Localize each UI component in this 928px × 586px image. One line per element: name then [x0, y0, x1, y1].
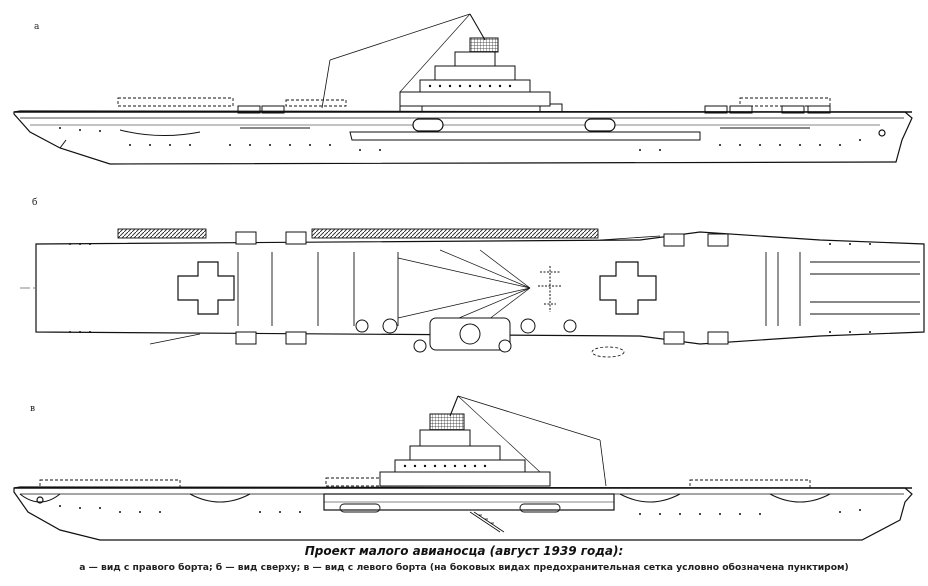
- island-b: [355, 317, 577, 353]
- view-a-side-starboard: [13, 13, 913, 165]
- view-c-side-port: [13, 395, 913, 541]
- boat-recess-1: [412, 118, 444, 132]
- aircraft-silhouette: [538, 266, 562, 312]
- caption-title: Проект малого авианосца (август 1939 год…: [304, 544, 624, 558]
- gun-sponsons-c: [19, 493, 831, 503]
- view-a-label: а: [34, 22, 40, 32]
- deck-edge-hatch-2: [311, 228, 599, 239]
- caption-legend: а — вид с правого борта; б — вид сверху;…: [79, 562, 849, 573]
- mast-c: [449, 395, 459, 417]
- deck-edge-hatch-1: [117, 228, 207, 239]
- aft-deck-stripes: [799, 252, 920, 326]
- view-b-top: [20, 228, 925, 358]
- gun-sponsons-b: [235, 231, 729, 345]
- barrier-lines: [397, 249, 531, 327]
- anchor-c: [36, 496, 44, 504]
- deck-dots-b: [69, 243, 871, 333]
- mast-a: [469, 13, 486, 41]
- boats-c: [339, 503, 561, 513]
- arrester-wires: [237, 252, 779, 326]
- portholes-a: [59, 127, 861, 151]
- view-b-label: б: [32, 198, 38, 208]
- safety-net-a: [117, 97, 831, 107]
- elevator-fwd: [177, 261, 235, 315]
- hull-outline-a: [13, 110, 913, 165]
- gangway-c: [469, 511, 505, 533]
- view-c-label: в: [30, 404, 36, 414]
- safety-net-c: [39, 477, 811, 489]
- elevator-aft: [599, 261, 657, 315]
- portholes-c: [59, 505, 861, 515]
- anchor-a: [878, 129, 886, 137]
- boat-recess-2: [584, 118, 616, 132]
- island-c: [379, 413, 551, 487]
- island-a: [399, 37, 551, 107]
